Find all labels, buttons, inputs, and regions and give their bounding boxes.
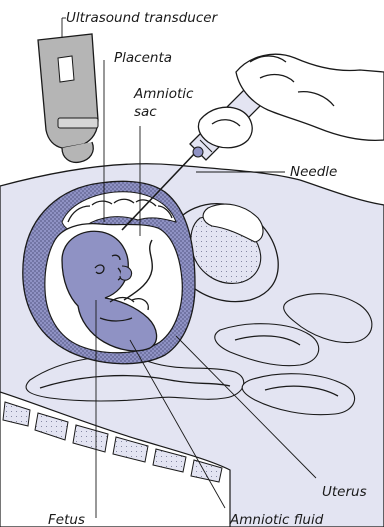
gloved-hands [198, 54, 384, 147]
label-amniotic-sac-line2: sac [134, 104, 157, 120]
label-placenta: Placenta [114, 50, 172, 66]
label-ultrasound-transducer: Ultrasound transducer [66, 10, 219, 26]
ultrasound-transducer [38, 34, 98, 162]
label-uterus: Uterus [322, 484, 367, 500]
label-needle: Needle [290, 164, 337, 180]
label-fetus: Fetus [48, 512, 85, 527]
label-amniotic-fluid: Amniotic fluid [229, 512, 324, 527]
label-amniotic-sac-line1: Amniotic [133, 86, 194, 102]
